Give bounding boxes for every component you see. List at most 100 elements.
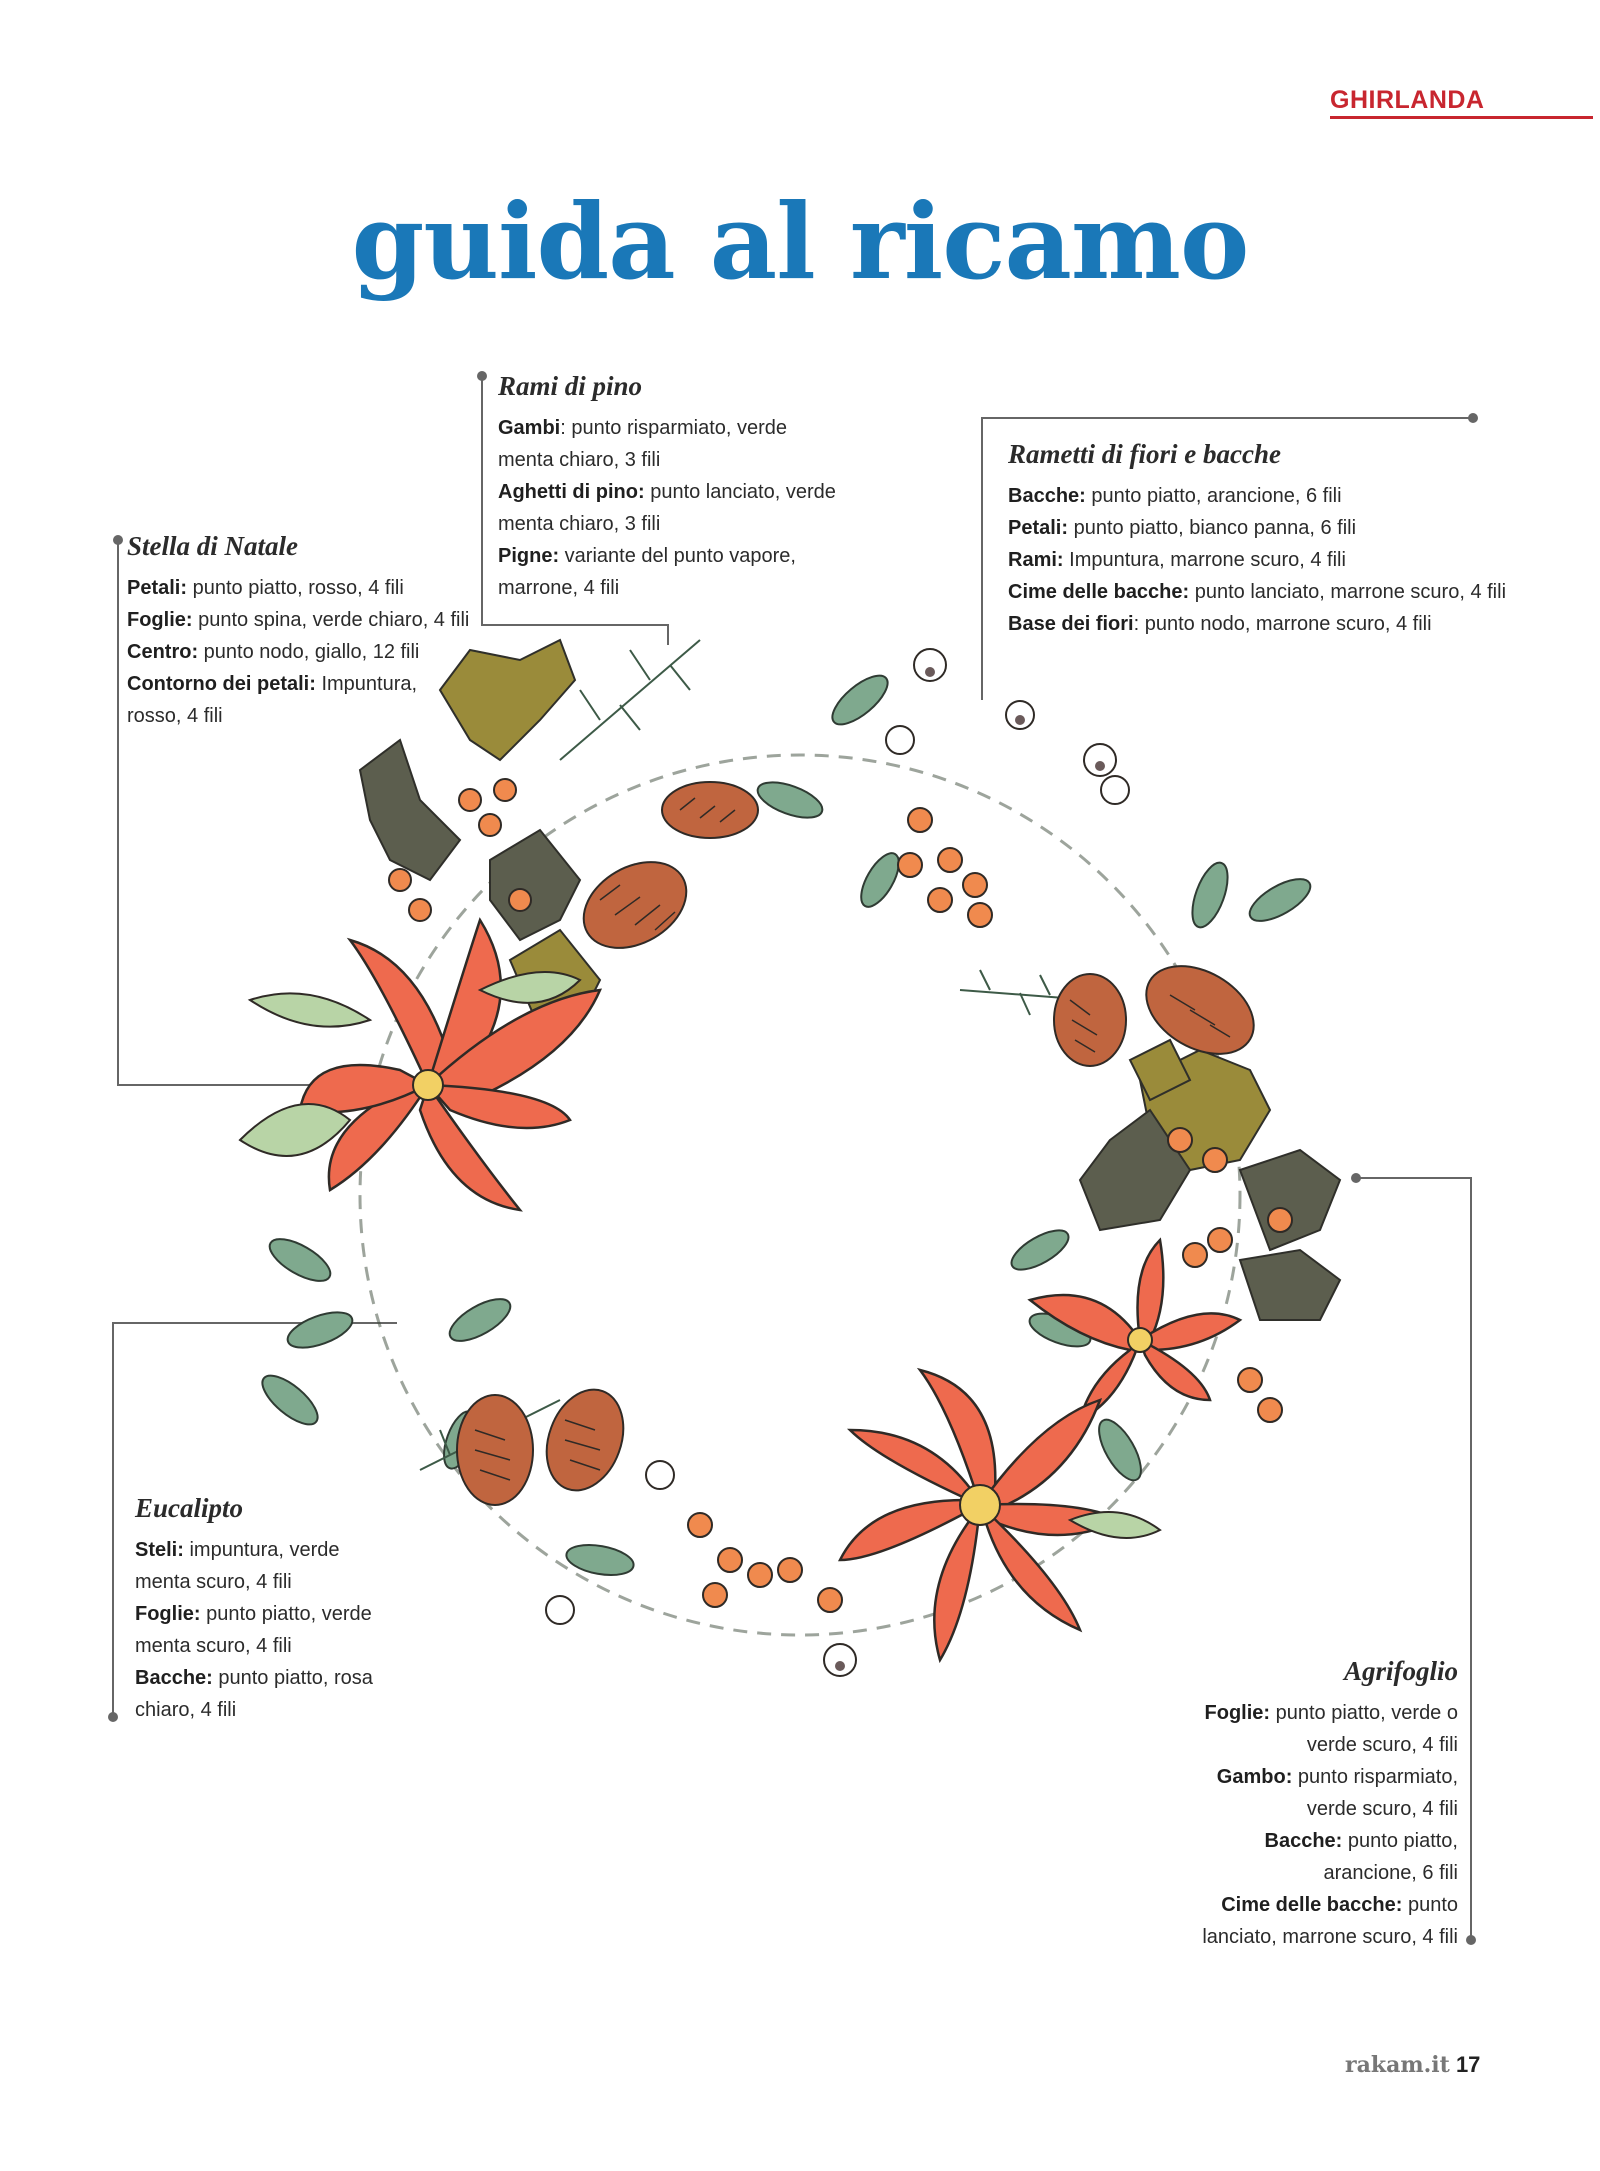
guide-line: Steli: impuntura, verde xyxy=(135,1534,373,1566)
guide-line-text: punto lanciato, marrone scuro, 4 fili xyxy=(1189,581,1507,603)
guide-line: Gambi: punto risparmiato, verde xyxy=(498,412,836,444)
guide-line-text: punto xyxy=(1402,1894,1458,1916)
guide-line: marrone, 4 fili xyxy=(498,572,836,604)
guide-line-text: chiaro, 4 fili xyxy=(135,1699,237,1721)
guide-line-text: : punto nodo, marrone scuro, 4 fili xyxy=(1133,613,1432,635)
guide-line: Contorno dei petali: Impuntura, xyxy=(127,668,469,700)
guide-line-text: variante del punto vapore, xyxy=(559,545,796,567)
guide-line: menta chiaro, 3 fili xyxy=(498,508,836,540)
guide-line-label: Petali: xyxy=(127,577,188,599)
guide-line: menta chiaro, 3 fili xyxy=(498,444,836,476)
guide-line: Cime delle bacche: punto lanciato, marro… xyxy=(1008,576,1506,608)
guide-line-text: punto risparmiato, xyxy=(1292,1766,1458,1788)
rametti-block: Rametti di fiori e bacche Bacche: punto … xyxy=(1008,438,1506,640)
guide-line-text: punto piatto, xyxy=(1342,1830,1458,1852)
leader-dots xyxy=(108,371,1478,1945)
guide-line-label: Base dei fiori xyxy=(1008,613,1134,635)
guide-line-text: punto piatto, rosa xyxy=(212,1667,373,1689)
guide-line: Foglie: punto piatto, verde xyxy=(135,1598,373,1630)
guide-line: Petali: punto piatto, rosso, 4 fili xyxy=(127,572,469,604)
guide-line-text: menta scuro, 4 fili xyxy=(135,1571,292,1593)
guide-line-label: Bacche: xyxy=(1008,485,1086,507)
guide-line: verde scuro, 4 fili xyxy=(1100,1793,1458,1825)
page-number: 17 xyxy=(1455,2052,1481,2077)
rami-di-pino-lines: Gambi: punto risparmiato, verde menta chi… xyxy=(498,412,836,604)
guide-line: Bacche: punto piatto, xyxy=(1100,1825,1458,1857)
guide-line: Gambo: punto risparmiato, xyxy=(1100,1761,1458,1793)
guide-line-text: punto lanciato, verde xyxy=(644,481,836,503)
guide-line-text: menta chiaro, 3 fili xyxy=(498,449,661,471)
guide-line-text: Impuntura, xyxy=(315,673,418,695)
guide-line-label: Cime delle bacche: xyxy=(1221,1894,1403,1916)
poinsettia-right xyxy=(1027,1237,1243,1423)
rametti-title: Rametti di fiori e bacche xyxy=(1008,439,1281,469)
guide-line-text: punto piatto, bianco panna, 6 fili xyxy=(1068,517,1357,539)
guide-line-text: arancione, 6 fili xyxy=(1323,1862,1458,1884)
guide-line: Centro: punto nodo, giallo, 12 fili xyxy=(127,636,469,668)
guide-line-text: impuntura, verde xyxy=(183,1539,340,1561)
guide-line-text: punto piatto, arancione, 6 fili xyxy=(1085,485,1342,507)
guide-line-label: Pigne: xyxy=(498,545,560,567)
guide-line-text: rosso, 4 fili xyxy=(127,705,223,727)
guide-line: Petali: punto piatto, bianco panna, 6 fi… xyxy=(1008,512,1506,544)
guide-line: menta scuro, 4 fili xyxy=(135,1566,373,1598)
guide-line-label: Steli: xyxy=(135,1539,184,1561)
section-tag: GHIRLANDA xyxy=(1330,86,1593,119)
guide-line-label: Bacche: xyxy=(1264,1830,1343,1852)
guide-line-label: Foglie: xyxy=(1204,1702,1271,1724)
guide-line: rosso, 4 fili xyxy=(127,700,469,732)
guide-line-text: punto piatto, verde o xyxy=(1270,1702,1458,1724)
guide-line: Foglie: punto piatto, verde o xyxy=(1100,1697,1458,1729)
guide-line-text: punto piatto, verde xyxy=(200,1603,372,1625)
guide-line: Base dei fiori: punto nodo, marrone scur… xyxy=(1008,608,1506,640)
guide-line: arancione, 6 fili xyxy=(1100,1857,1458,1889)
guide-line: Foglie: punto spina, verde chiaro, 4 fil… xyxy=(127,604,469,636)
guide-line-label: Bacche: xyxy=(135,1667,213,1689)
guide-line-text: menta scuro, 4 fili xyxy=(135,1635,292,1657)
guide-line-text: : punto risparmiato, verde xyxy=(560,417,788,439)
eucalipto-title: Eucalipto xyxy=(135,1493,244,1523)
guide-line-text: punto spina, verde chiaro, 4 fili xyxy=(192,609,470,631)
agrifoglio-block: Agrifoglio Foglie: punto piatto, verde o… xyxy=(1100,1655,1458,1953)
guide-line-text: lanciato, marrone scuro, 4 fili xyxy=(1202,1926,1458,1948)
eucalipto-block: Eucalipto Steli: impuntura, verde menta s… xyxy=(135,1492,373,1726)
guide-line: Bacche: punto piatto, rosa xyxy=(135,1662,373,1694)
rami-di-pino-title: Rami di pino xyxy=(498,371,643,401)
guide-line-text: verde scuro, 4 fili xyxy=(1306,1798,1458,1820)
guide-line: verde scuro, 4 fili xyxy=(1100,1729,1458,1761)
guide-line: chiaro, 4 fili xyxy=(135,1694,373,1726)
guide-line-text: punto nodo, giallo, 12 fili xyxy=(198,641,420,663)
guide-line: Cime delle bacche: punto xyxy=(1100,1889,1458,1921)
page-title: guida al ricamo xyxy=(351,180,1250,303)
guide-line-label: Aghetti di pino: xyxy=(498,481,645,503)
guide-line-label: Contorno dei petali: xyxy=(127,673,316,695)
guide-line-text: marrone, 4 fili xyxy=(498,577,620,599)
stella-block: Stella di Natale Petali: punto piatto, r… xyxy=(127,530,469,732)
rami-di-pino-block: Rami di pino Gambi: punto risparmiato, v… xyxy=(498,370,836,604)
guide-line: Pigne: variante del punto vapore, xyxy=(498,540,836,572)
guide-line: Aghetti di pino: punto lanciato, verde xyxy=(498,476,836,508)
guide-line-label: Gambi xyxy=(498,417,561,439)
stella-title: Stella di Natale xyxy=(127,531,298,561)
page-footer: rakam.it 17 xyxy=(1345,2052,1480,2078)
guide-line-label: Cime delle bacche: xyxy=(1008,581,1190,603)
guide-line-label: Rami: xyxy=(1008,549,1064,571)
guide-line: menta scuro, 4 fili xyxy=(135,1630,373,1662)
eucalipto-lines: Steli: impuntura, verde menta scuro, 4 fi… xyxy=(135,1534,373,1726)
guide-line-label: Petali: xyxy=(1008,517,1069,539)
poinsettia-bottom xyxy=(837,1367,1123,1664)
guide-line-label: Foglie: xyxy=(135,1603,201,1625)
footer-site: rakam.it xyxy=(1345,2052,1450,2078)
agrifoglio-title: Agrifoglio xyxy=(1343,1656,1458,1686)
guide-line: Rami: Impuntura, marrone scuro, 4 fili xyxy=(1008,544,1506,576)
guide-line: lanciato, marrone scuro, 4 fili xyxy=(1100,1921,1458,1953)
guide-line-text: punto piatto, rosso, 4 fili xyxy=(187,577,404,599)
agrifoglio-lines: Foglie: punto piatto, verde o verde scuro… xyxy=(1100,1697,1458,1953)
guide-line-label: Centro: xyxy=(127,641,199,663)
guide-line: Bacche: punto piatto, arancione, 6 fili xyxy=(1008,480,1506,512)
guide-line-text: verde scuro, 4 fili xyxy=(1306,1734,1458,1756)
guide-line-label: Gambo: xyxy=(1216,1766,1293,1788)
